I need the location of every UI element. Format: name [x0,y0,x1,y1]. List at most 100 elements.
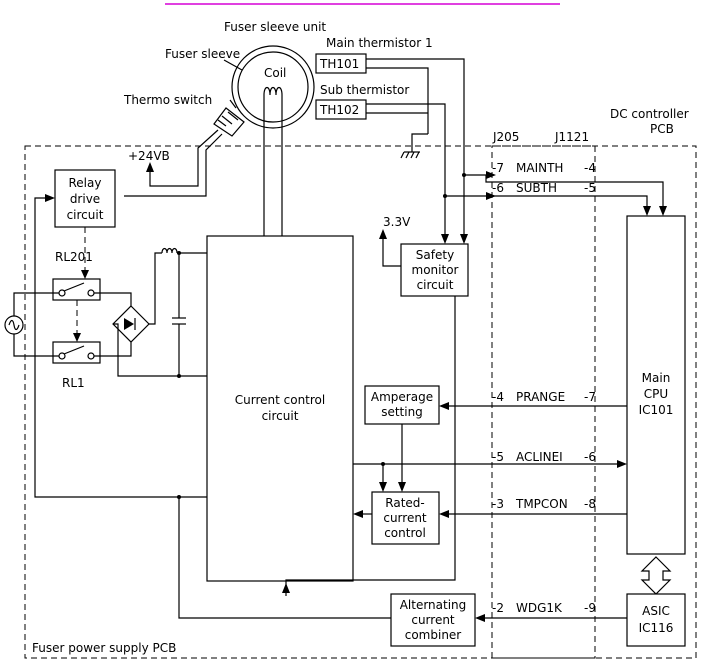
signal-mainth-left-pin: -7 [492,161,504,175]
th101-box [315,53,367,74]
ac-line-top [13,292,59,316]
mainth-line [464,174,664,210]
signal-prange-name: PRANGE [516,390,565,404]
signal-aclinei-name: ACLINEI [516,450,563,464]
signal-mainth-right-pin: -4 [584,161,596,175]
fuser-power-supply-pcb-label: Fuser power supply PCB [32,641,176,655]
ac-line-bottom [13,334,59,357]
alternating-line2: current [411,613,455,627]
signal-tmpcon-name: TMPCON [515,497,568,511]
signal-tmpcon-right-pin: -8 [584,497,596,511]
subth-line [445,195,648,210]
coil-icon [263,86,283,96]
rl1-label: RL1 [62,376,85,390]
signal-wdg1k-right-pin: -9 [584,601,596,615]
signal-subth-name: SUBTH [516,181,557,195]
signal-prange-left-pin: -4 [492,390,504,404]
safety-line2: monitor [412,263,459,277]
prange-arrow [439,402,449,410]
alternating-line1: Alternating [400,598,467,612]
bridge-plus-line [149,252,162,325]
rated-current-arrow [353,510,363,518]
wdg1k-arrow [475,614,485,622]
dc-bus-bottom [113,323,207,377]
rated-current-control-box [371,491,440,545]
thermo-switch-label: Thermo switch [123,93,212,107]
th102-label: TH102 [319,103,359,117]
signal-subth: -6 SUBTH -5 [492,181,596,195]
amperage-rated-arrow [398,482,406,492]
signal-wdg1k: -2 WDG1K -9 [492,601,596,615]
rated-line1: Rated- [385,496,424,510]
tmpcon-arrow [439,510,449,518]
asic-line1: ASIC [642,604,670,618]
rl201-to-bridge [94,292,132,306]
signal-prange-right-pin: -7 [584,390,596,404]
alternating-to-left-line [178,497,391,619]
relay-actuator-arrow-1 [81,270,89,279]
amperage-setting-box [364,385,440,425]
alternating-current-combiner-box [390,593,476,647]
main-cpu-box [626,215,686,555]
ground-icon [400,151,420,159]
ac-sine-icon [8,319,20,331]
th102-wire-1 [366,103,446,236]
signal-prange: -4 PRANGE -7 [492,390,596,404]
v24-arrow [146,162,154,172]
j205-label: J205 [492,130,519,144]
ground-lead [411,133,428,152]
relay-drive-line1: Relay [69,176,102,190]
relay-drive-circuit-box [54,169,116,228]
th101-label: TH101 [319,57,359,71]
cpu-asic-bus-icon [640,556,672,595]
bridge-diode-icon [124,318,136,330]
fuser-sleeve-leader [223,59,243,71]
signal-mainth: -7 MAINTH -4 [492,161,596,175]
signal-tmpcon-left-pin: -3 [492,497,504,511]
feedback-line-left [34,197,207,498]
subth-arrow [643,206,651,216]
rl201-label: RL201 [55,250,93,264]
signal-aclinei-right-pin: -6 [584,450,596,464]
relay-input-arrow [45,194,55,202]
signal-subth-left-pin: -6 [492,181,504,195]
safety-monitor-box [400,243,469,297]
dc-controller-pcb-outline [491,145,697,659]
alternating-line3: combiner [405,628,462,642]
aclinei-rated-arrow [379,482,387,492]
safety-arrow-1 [441,234,449,244]
safety-line3: circuit [417,278,454,292]
safety-arrow-2 [460,234,468,244]
current-control-line1: Current control [235,393,325,407]
amperage-line1: Amperage [371,390,433,404]
inductor-icon [161,247,178,254]
subth-j-arrow [486,192,496,200]
fuser-power-supply-pcb-outline [24,145,596,659]
th101-wire-2 [366,67,429,134]
main-thermistor-label: Main thermistor 1 [326,36,433,50]
fuser-sleeve-circle [231,45,315,129]
signal-tmpcon: -3 TMPCON -8 [492,497,596,511]
dc-bus-bottom-node [177,374,181,378]
dc-controller-label-line2: PCB [650,122,674,136]
aclinei-arrow [617,460,627,468]
rated-line3: control [384,526,426,540]
cpu-line3: IC101 [639,403,674,417]
rated-line2: current [383,511,427,525]
relay-actuator-arrow-2 [73,333,81,342]
signal-aclinei-left-pin: -5 [492,450,504,464]
signal-wdg1k-name: WDG1K [516,601,563,615]
fuser-sleeve-inner-circle [237,51,309,123]
safety-line1: Safety [416,248,454,262]
signal-subth-right-pin: -5 [584,181,596,195]
v24-label: +24VB [128,149,170,163]
coil-label: Coil [264,66,286,80]
rl1-box [52,341,101,364]
relay-drive-line3: circuit [67,208,104,222]
sub-thermistor-label: Sub thermistor [320,83,409,97]
fuser-sleeve-label: Fuser sleeve [165,47,240,61]
relay-drive-line2: drive [70,192,100,206]
v33-label: 3.3V [383,215,411,229]
th102-box [315,99,367,120]
